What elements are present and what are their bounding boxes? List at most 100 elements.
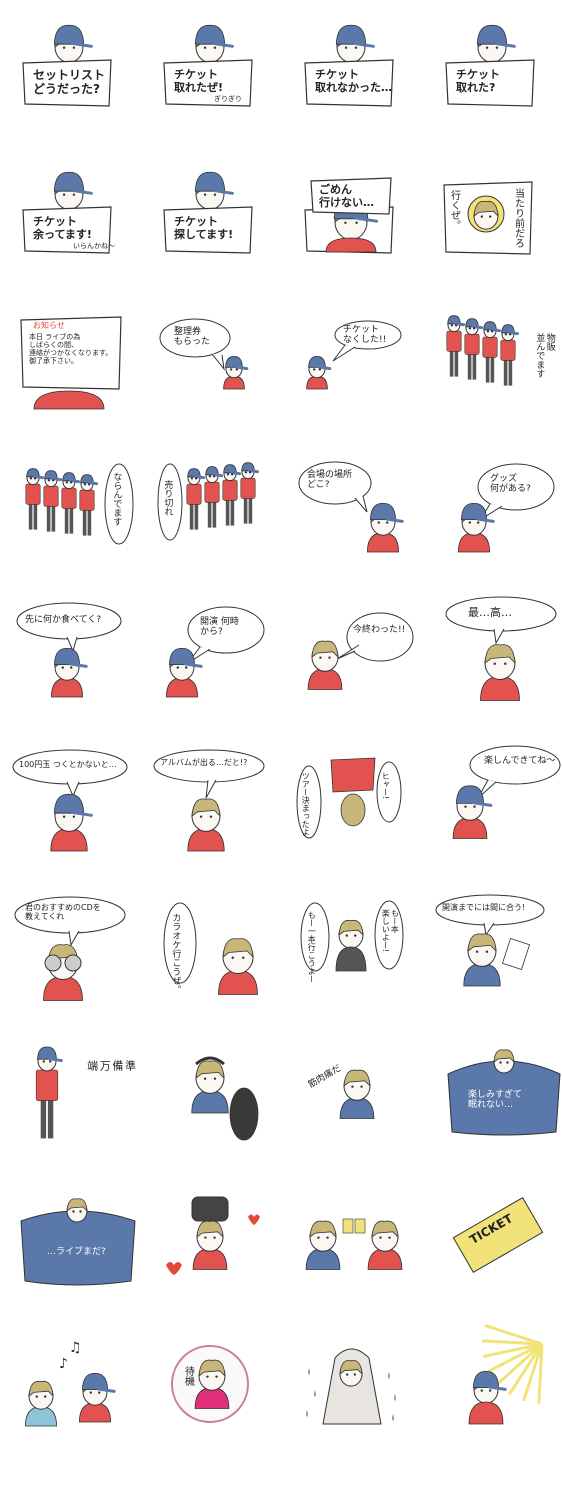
shirt xyxy=(500,339,516,361)
bubble-tail xyxy=(493,628,505,645)
sticker-s10[interactable]: 整理券 もらった xyxy=(152,299,292,449)
sticker-s13[interactable]: ならんでます xyxy=(11,446,151,596)
shirt xyxy=(191,1090,229,1114)
leg xyxy=(46,505,51,532)
sticker-s32[interactable]: 楽しみすぎて 眠れない… xyxy=(434,1034,562,1184)
sticker-s23[interactable]: ツアー決まったよヒャー! xyxy=(293,740,433,890)
sticker-s25[interactable]: 君のおすすめのCDを 教えてくれ xyxy=(11,887,151,1037)
sticker-s07[interactable]: ごめん 行けない… xyxy=(293,152,433,302)
eye xyxy=(318,368,321,371)
ticket-icon xyxy=(452,1196,544,1274)
leg xyxy=(454,350,459,377)
sticker-s11[interactable]: チケット なくした!! xyxy=(293,299,433,449)
sticker-s20[interactable]: 最…高… xyxy=(434,593,562,743)
eye xyxy=(379,1236,382,1239)
sticker-text: 君のおすすめのCDを 教えてくれ xyxy=(25,903,101,922)
cap-icon xyxy=(308,356,326,368)
eye xyxy=(354,46,358,49)
leg xyxy=(243,497,248,524)
hair xyxy=(309,1220,337,1239)
sticker-s02[interactable]: チケット 取れたぜ!ぎりぎり xyxy=(152,5,292,155)
shirt xyxy=(204,481,220,503)
sticker-s29[interactable]: 準 備 万 端 xyxy=(11,1034,151,1184)
sticker-text: ぎりぎり xyxy=(214,95,242,103)
cap-icon xyxy=(455,785,485,804)
guitar-case xyxy=(229,1087,259,1141)
eye xyxy=(29,477,33,480)
cap-brim xyxy=(234,365,249,371)
sticker-s37[interactable]: ♪♫ xyxy=(11,1328,151,1478)
sticker-s38[interactable]: 待機 xyxy=(152,1328,292,1478)
sticker-s30[interactable] xyxy=(152,1034,292,1184)
sticker-text: 会場の場所 どこ? xyxy=(307,470,353,491)
sticker-text: 当たり前だろ xyxy=(512,188,524,248)
sticker-s33[interactable]: …ライブまだ? xyxy=(11,1181,151,1331)
hair xyxy=(191,798,221,818)
leg xyxy=(47,1098,54,1139)
eye xyxy=(345,934,348,937)
sticker-s15[interactable]: 会場の場所 どこ? xyxy=(293,446,433,596)
sticker-s01[interactable]: セットリスト どうだった? xyxy=(11,5,151,155)
cap-brim xyxy=(212,473,224,478)
speech-icon xyxy=(300,900,404,972)
sticker-s40[interactable] xyxy=(434,1324,562,1478)
speech-icon xyxy=(306,320,402,390)
cap-icon xyxy=(187,468,201,478)
sunlight-ray xyxy=(482,1342,543,1358)
eye xyxy=(72,815,76,818)
sticker-s34[interactable] xyxy=(152,1181,292,1331)
blanket-icon xyxy=(20,1198,136,1286)
sticker-s14[interactable]: 売り切れ xyxy=(152,446,292,596)
speech-bubble xyxy=(296,765,322,839)
sticker-s31[interactable]: 筋肉痛だ xyxy=(293,1034,433,1184)
sticker-s18[interactable]: 開演 何時 から? xyxy=(152,593,292,743)
sign-icon xyxy=(445,24,535,107)
sign-board xyxy=(163,206,253,254)
shirt xyxy=(339,1097,375,1119)
eye xyxy=(185,666,188,669)
eye xyxy=(230,368,233,371)
sticker-s35[interactable] xyxy=(293,1181,433,1331)
shirt xyxy=(187,828,225,852)
sticker-s17[interactable]: 先に何か食べてく? xyxy=(11,593,151,743)
sticker-text: 楽しみすぎて 眠れない… xyxy=(468,1090,523,1111)
sticker-s16[interactable]: グッズ 何がある? xyxy=(434,446,562,596)
sticker-s08[interactable]: 行くぜ。当たり前だろ xyxy=(434,152,562,302)
group-icon xyxy=(157,462,260,541)
hair xyxy=(484,644,516,665)
hair xyxy=(493,1049,515,1064)
shirt xyxy=(468,1401,504,1425)
sticker-s21[interactable]: 100円玉 つくとかないと… xyxy=(11,740,151,890)
eye xyxy=(33,477,37,480)
sticker-s26[interactable]: カラオケ行こうぜ。 xyxy=(152,887,292,1037)
eye xyxy=(72,193,76,196)
sticker-text: チケット 余ってます! xyxy=(33,215,92,241)
sticker-s24[interactable]: 楽しんできてね〜 xyxy=(434,740,562,890)
speech-icon xyxy=(153,749,265,852)
sign-board xyxy=(22,206,112,254)
eye xyxy=(328,656,331,659)
sticker-s19[interactable]: 今終わった!! xyxy=(293,593,433,743)
sticker-s04[interactable]: チケット 取れた? xyxy=(434,5,562,155)
sticker-s12[interactable]: 物販 並んでます xyxy=(434,299,562,449)
sticker-text: グッズ 何がある? xyxy=(490,474,531,495)
hair xyxy=(338,919,364,937)
sticker-text: アルバムが出る…だと!? xyxy=(160,758,248,767)
sticker-s39[interactable] xyxy=(293,1328,433,1478)
sticker-text: 整理券 もらった xyxy=(174,327,211,348)
eye xyxy=(244,471,248,474)
sticker-s28[interactable]: 開演までには間に合う! xyxy=(434,887,562,1037)
sign-icon xyxy=(163,171,253,254)
sticker-s03[interactable]: チケット 取れなかった… xyxy=(293,5,433,155)
cap-brim xyxy=(230,471,242,476)
sticker-s09[interactable]: お知らせ本日 ライブの為 しばらくの間、 連絡がつかなくなります。 御了承下さい… xyxy=(11,299,151,449)
shirt xyxy=(464,333,480,355)
sticker-s27[interactable]: もー一本行こうよーもー本 楽しいよー! xyxy=(293,887,433,1037)
sticker-s36[interactable]: TICKET xyxy=(434,1181,562,1331)
sign-board xyxy=(445,59,535,107)
eye xyxy=(317,1236,320,1239)
sticker-s22[interactable]: アルバムが出る…だと!? xyxy=(152,740,292,890)
raindrop-icon xyxy=(306,1410,308,1417)
sticker-s05[interactable]: チケット 余ってます!いらんかね〜 xyxy=(11,152,151,302)
sticker-s06[interactable]: チケット 探してます! xyxy=(152,152,292,302)
